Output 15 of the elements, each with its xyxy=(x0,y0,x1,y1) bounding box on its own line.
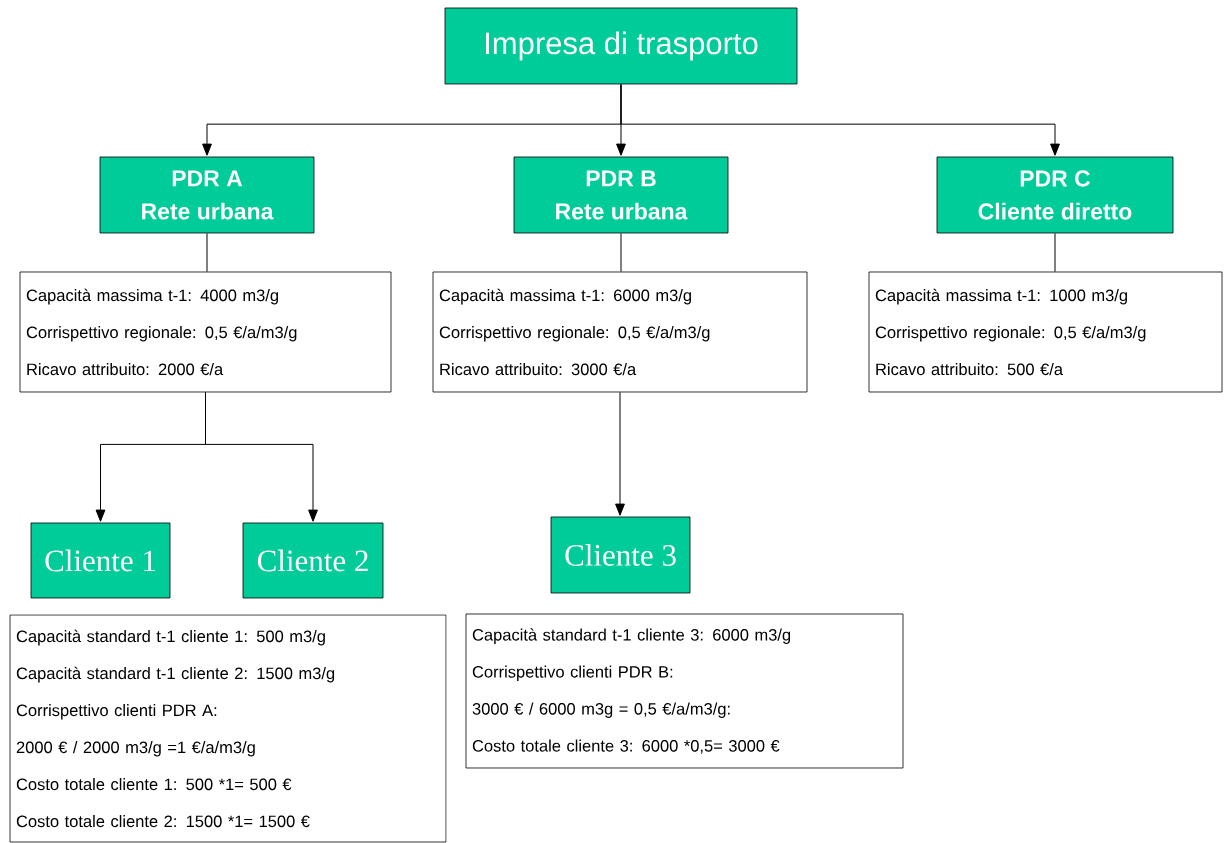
process-box: PDR C Cliente diretto xyxy=(936,156,1174,234)
process-box: Impresa di trasporto xyxy=(444,7,798,85)
arrow xyxy=(615,391,625,516)
process-box: PDR A Rete urbana xyxy=(99,156,315,234)
info-box: Capacità massima t-1: 4000 m3/g Corrispettivo regionale: 0,5 €/a/m3/g Ricavo attribuito: 2000 €/a xyxy=(19,271,392,393)
info-box: Capacità massima t-1: 1000 m3/g Corrispettivo regionale: 0,5 €/a/m3/g Ricavo attribuito: 500 €/a xyxy=(868,271,1223,393)
info-box: Capacità standard t-1 cliente 1: 500 m3/g Capacità standard t-1 cliente 2: 1500 m3/g Corrispettivo clienti PDR A: 2000 € / 2000 m3/g =1 €/a/m3/g Costo totale cliente 1: 500 *1= 500 € Costo totale cliente 2: 1500 *1= 1500 € xyxy=(9,614,447,843)
client-box: Cliente 2 xyxy=(242,522,384,599)
client-box: Cliente 3 xyxy=(550,516,691,594)
arrow xyxy=(620,83,1060,156)
info-box: Capacità standard t-1 cliente 3: 6000 m3/g Corrispettivo clienti PDR B: 3000 € / 6000 m3g = 0,5 €/a/m3/g: Costo totale cliente 3: 6000 *0,5= 3000 € xyxy=(465,613,904,769)
process-box: PDR B Rete urbana xyxy=(513,156,729,234)
client-box: Cliente 1 xyxy=(30,522,171,599)
info-box: Capacità massima t-1: 6000 m3/g Corrispettivo regionale: 0,5 €/a/m3/g Ricavo attribuito: 3000 €/a xyxy=(432,271,808,393)
arrow xyxy=(205,391,318,522)
